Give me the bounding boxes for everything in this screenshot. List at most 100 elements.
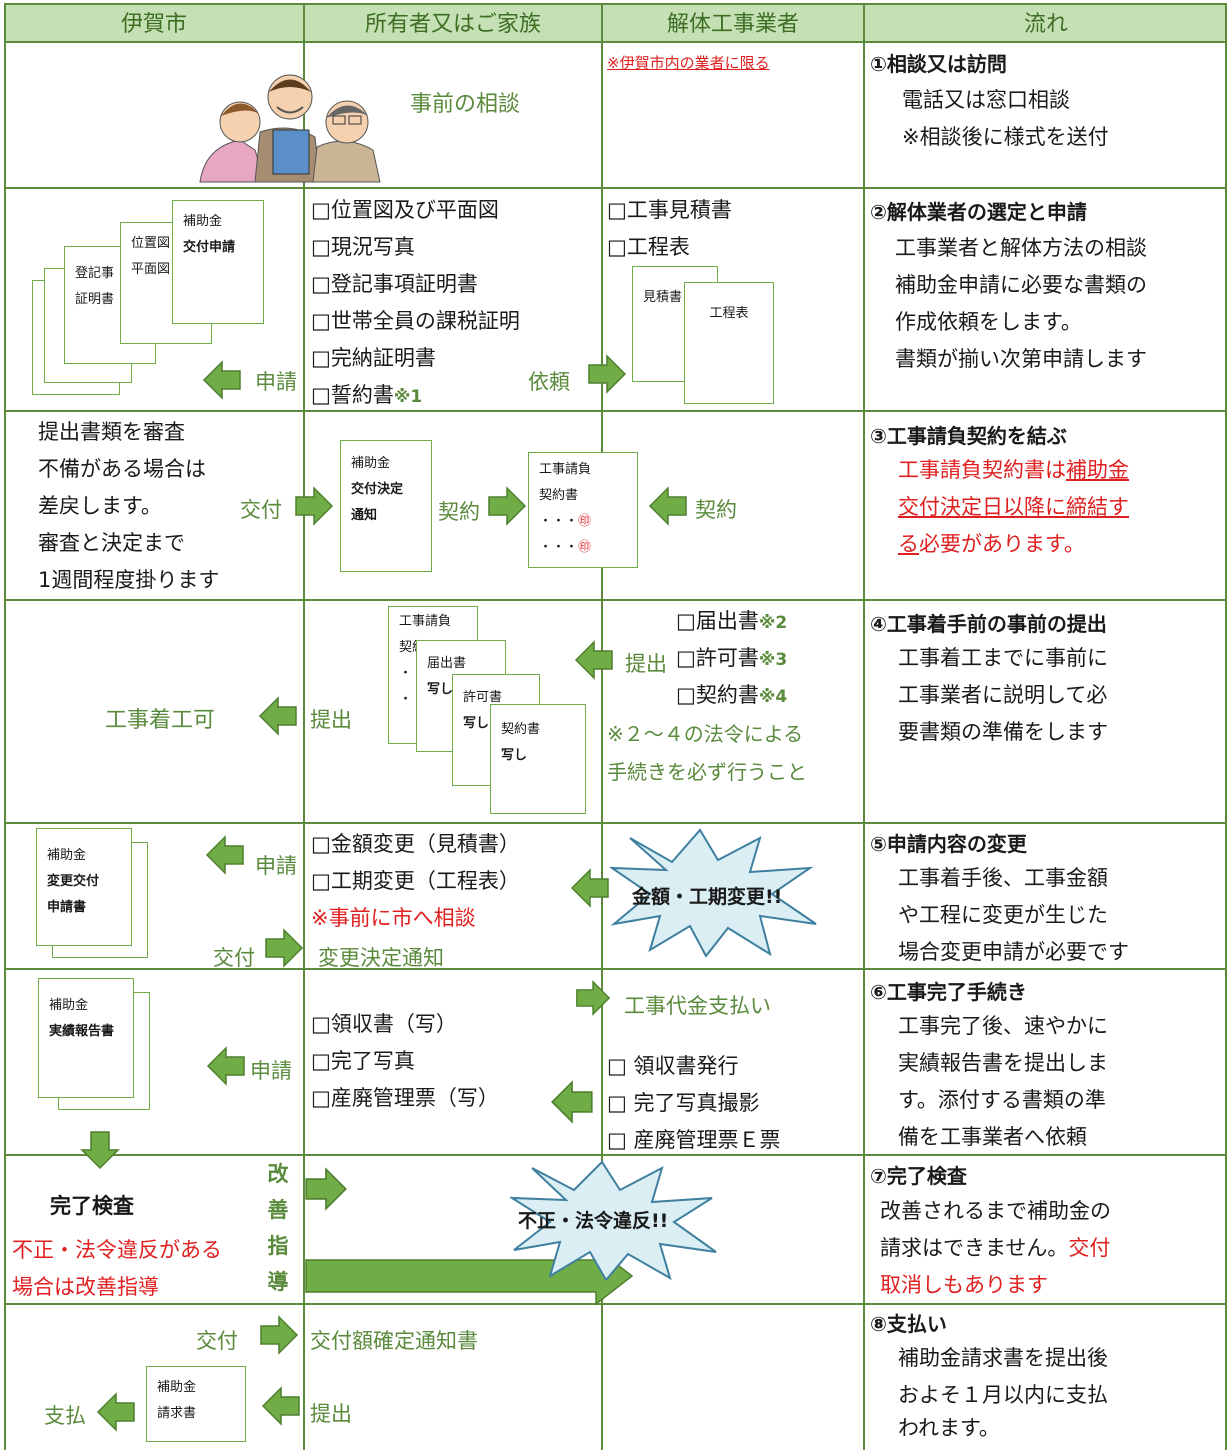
request-label: 依頼 [528,370,570,394]
flow-title-3: ③工事請負契約を結ぶ [870,424,1067,448]
arrow-left-icon [94,1392,138,1432]
flow-title-6: ⑥工事完了手続き [870,980,1027,1004]
flow-red-underline: 補助金 [1066,458,1129,482]
grid-line [4,3,6,1450]
contractor-item: □許可書※3 [676,640,787,679]
contractor-item: □工程表 [607,235,690,259]
header-flow: 流れ [865,3,1227,41]
doc-line: 写し [427,682,454,697]
flow-line: 改善されるまで補助金の [880,1199,1111,1223]
grid-line [5,1303,1227,1305]
change-decision-notice: 変更決定通知 [318,946,444,970]
owner-item: □産廃管理票（写） [311,1086,499,1110]
improve-char: 導 [267,1270,289,1294]
flow-title-4: ④工事着手前の事前の提出 [870,612,1107,636]
completion-inspection: 完了検査 [50,1194,134,1218]
seal-mark: ㊞ [578,540,592,555]
flow-red-line: 工事請負契約書は補助金 [898,452,1129,489]
arrow-right-icon [573,980,613,1016]
flow-line: 工事着手後、工事金額 [898,866,1108,890]
burst-shape [510,1160,717,1280]
violation-burst-text: 不正・法令違反!! [518,1210,669,1232]
contract-copy-doc-2: 契約書 写し [490,704,586,814]
flow-line: 要書類の準備をします [898,720,1108,744]
doc-line: ・・・㊞ [539,535,627,561]
contractor-item: □ 領収書発行 [607,1054,739,1078]
contractor-item: □届出書※2 [676,603,787,642]
flow-title-7: ⑦完了検査 [870,1164,967,1188]
prior-consultation: 事前の相談 [410,92,521,117]
arrow-left-icon [646,486,690,526]
flow-text: 請求はできません。 [880,1236,1069,1260]
arrow-left-icon [202,360,242,400]
violation-note: 不正・法令違反がある [12,1238,222,1262]
flow-line: す。添付する書類の準 [898,1088,1106,1112]
change-burst-text: 金額・工期変更!! [632,886,783,908]
contract-label-contractor: 契約 [695,498,737,522]
doc-line: 補助金 [351,456,391,471]
contractor-item: □契約書※4 [676,677,787,716]
grid-line [5,187,1227,189]
doc-dots: ・・・ [539,514,579,529]
doc-line: 補助金 [47,848,87,863]
doc-line: 工事請負 [539,462,592,477]
item-mark: ※4 [758,687,788,707]
contractor-item: □ 完了写真撮影 [607,1091,760,1115]
flow-red-text: 必要があります。 [919,532,1085,556]
flow-line: 請求はできません。交付 [880,1230,1110,1267]
burst-shape [610,828,817,958]
city-review-line: 1週間程度掛ります [38,568,220,592]
grid-line [5,3,1227,5]
flow-line: 場合変更申請が必要です [898,940,1129,964]
doc-line: 登記事 [75,266,115,281]
owner-item: □領収書（写） [311,1012,457,1036]
apply-label: 申請 [250,1059,292,1083]
flow-title-1: ①相談又は訪問 [870,52,1007,76]
grid-line [5,410,1227,412]
owner-item: □金額変更（見積書） [311,832,520,856]
improve-char: 指 [267,1234,289,1258]
grid-line [303,3,305,1450]
construction-payment: 工事代金支払い [624,994,771,1018]
arrow-down-icon [80,1130,120,1170]
arrow-left-icon [258,696,298,736]
flow-line: 工事完了後、速やかに [898,1014,1108,1038]
doc-line: 届出書 [427,656,467,671]
submit-label: 提出 [310,708,352,732]
doc-line: 工事請負 [399,614,452,629]
flow-line: 実績報告書を提出しま [898,1051,1108,1075]
schedule-doc: 工程表 [684,282,774,404]
grid-line [863,3,865,1450]
flow-red-line: 交付決定日以降に締結す [898,495,1129,519]
doc-dots: ・・・ [539,540,579,555]
city-review-line: 審査と決定まで [38,531,185,555]
flow-line: 工事業者に説明して必 [898,683,1108,707]
flow-red-line: 取消しもあります [880,1273,1048,1297]
arrow-right-icon [258,1315,300,1355]
grant-label: 交付 [213,946,255,970]
arrow-left-icon [572,640,616,680]
doc-line: 請求書 [157,1406,197,1421]
grant-label: 交付 [240,498,282,522]
city-review-line: 提出書類を審査 [38,420,185,444]
grid-line [1225,3,1227,1450]
local-contractor-note: ※伊賀市内の業者に限る [607,54,770,72]
owner-item: □現況写真 [311,235,415,259]
arrow-left-icon [260,1386,302,1426]
doc-line: 位置図 [131,236,171,251]
grid-line [601,3,603,1450]
arrow-left-icon [568,868,612,908]
seal-mark: ㊞ [578,514,592,529]
item-text: □許可書 [676,646,759,670]
owner-item: □誓約書※1 [311,377,422,416]
arrow-left-icon [546,1080,598,1124]
flow-line: 補助金申請に必要な書類の [895,273,1147,297]
doc-line: 証明書 [75,292,115,307]
doc-line: 交付決定 [351,482,404,497]
flow-red-line: る必要があります。 [898,526,1085,563]
owner-item: □登記事項証明書 [311,272,478,296]
grid-line [5,822,1227,824]
doc-line: 契約書 [539,488,579,503]
flow-line: 電話又は窓口相談 [902,88,1070,112]
legal-note: 手続きを必ず行うこと [607,760,807,784]
